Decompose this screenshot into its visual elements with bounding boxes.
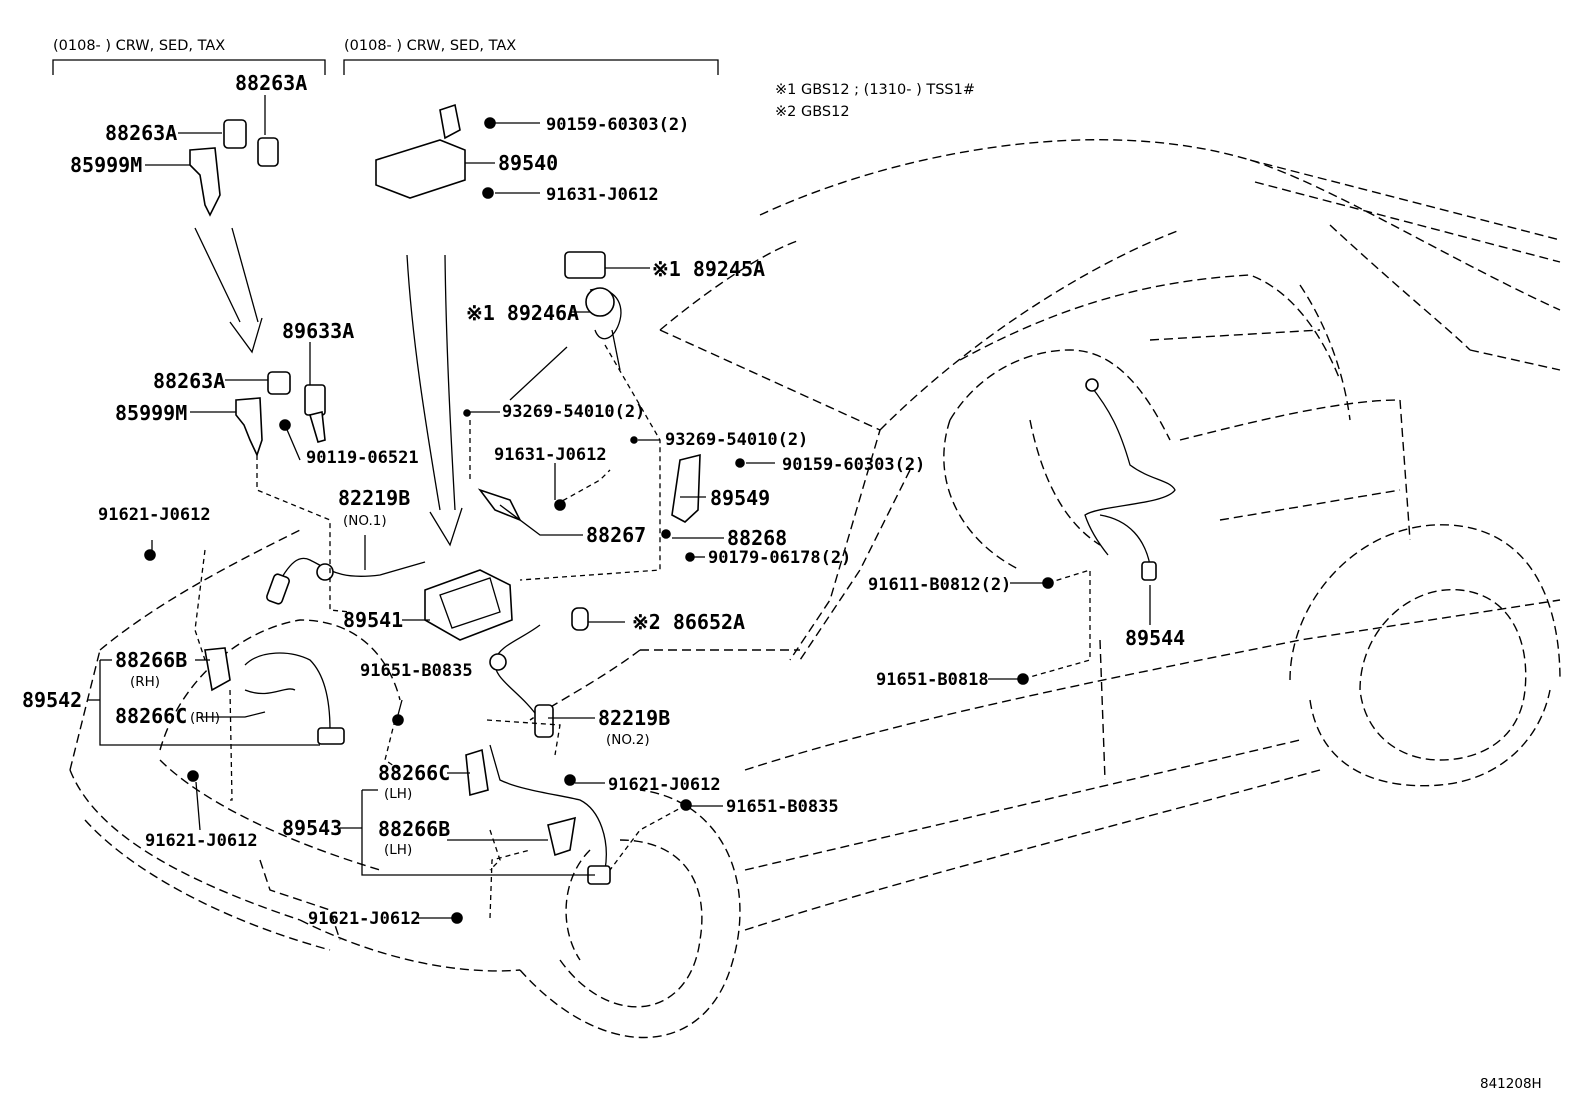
label-89549: 89549 <box>710 486 770 510</box>
label-90159-mid: 90159-60303(2) <box>782 455 925 475</box>
label-89633A: 89633A <box>282 319 354 343</box>
label-88266B-rh: 88266B <box>115 648 187 672</box>
label-89543: 89543 <box>282 816 342 840</box>
label-90179: 90179-06178(2) <box>708 548 851 568</box>
label-88266B-rh-sub: (RH) <box>130 674 160 690</box>
label-88266B-lh-sub: (LH) <box>384 842 412 858</box>
label-88266C-rh: 88266C <box>115 704 187 728</box>
label-93269-a: 93269-54010(2) <box>502 402 645 422</box>
label-91651-a: 91651-B0835 <box>360 661 473 681</box>
label-93269-b: 93269-54010(2) <box>665 430 808 450</box>
bolt-icon <box>144 117 1054 924</box>
label-91611: 91611-B0812(2) <box>868 575 1011 595</box>
label-86652A: ※2 86652A <box>632 610 745 634</box>
label-91631-mid: 91631-J0612 <box>494 445 607 465</box>
header-mid: (0108- ) CRW, SED, TAX <box>344 38 516 54</box>
label-82219B-1-sub: (NO.1) <box>343 513 387 529</box>
label-88266C-lh: 88266C <box>378 761 450 785</box>
label-88263A-a: 88263A <box>105 121 177 145</box>
ecu-module-icon <box>375 103 513 641</box>
label-91621-d: 91621-J0612 <box>308 909 421 929</box>
label-82219B-1: 82219B <box>338 486 410 510</box>
label-89542: 89542 <box>22 688 82 712</box>
header-bracket-left <box>52 59 326 75</box>
label-91631-top: 91631-J0612 <box>546 185 659 205</box>
label-82219B-2: 82219B <box>598 706 670 730</box>
header-bracket-mid <box>343 59 719 75</box>
flow-arrow-mid <box>406 254 463 547</box>
dashed-guides <box>194 344 1091 919</box>
label-88267: 88267 <box>586 523 646 547</box>
label-89540: 89540 <box>498 151 558 175</box>
label-89246A: ※1 89246A <box>466 301 579 325</box>
header-left: (0108- ) CRW, SED, TAX <box>53 38 225 54</box>
label-88266C-rh-sub: (RH) <box>190 710 220 726</box>
note-1: ※1 GBS12 ; (1310- ) TSS1# <box>775 82 975 98</box>
bracket-icon <box>189 147 701 857</box>
label-88266C-lh-sub: (LH) <box>384 786 412 802</box>
label-88266B-lh: 88266B <box>378 817 450 841</box>
label-91621-a: 91621-J0612 <box>98 505 211 525</box>
label-91621-c: 91621-J0612 <box>145 831 258 851</box>
flow-arrow-left <box>194 227 263 354</box>
label-90119: 90119-06521 <box>306 448 419 468</box>
label-89544: 89544 <box>1125 626 1185 650</box>
leader-lines <box>88 95 1151 919</box>
part-labels: 88263A 88263A 85999M 90159-60303(2) 8954… <box>22 71 1185 929</box>
label-91621-b: 91621-J0612 <box>608 775 721 795</box>
label-91651-c: 91651-B0835 <box>726 797 839 817</box>
car-body-outline <box>69 139 1561 1039</box>
label-85999M-a: 85999M <box>70 153 142 177</box>
label-82219B-2-sub: (NO.2) <box>606 732 650 748</box>
label-85999M-b: 85999M <box>115 401 187 425</box>
label-89245A: ※1 89245A <box>652 257 765 281</box>
wire-harness-icon <box>244 287 1176 885</box>
label-89541: 89541 <box>343 608 403 632</box>
label-88263A-b: 88263A <box>153 369 225 393</box>
label-91651-b: 91651-B0818 <box>876 670 989 690</box>
figure-id: 841208H <box>1480 1076 1542 1092</box>
sensor-cap-icon <box>223 119 606 631</box>
label-88268: 88268 <box>727 526 787 550</box>
note-2: ※2 GBS12 <box>775 104 850 120</box>
label-90159-top: 90159-60303(2) <box>546 115 689 135</box>
label-88263A-top: 88263A <box>235 71 307 95</box>
